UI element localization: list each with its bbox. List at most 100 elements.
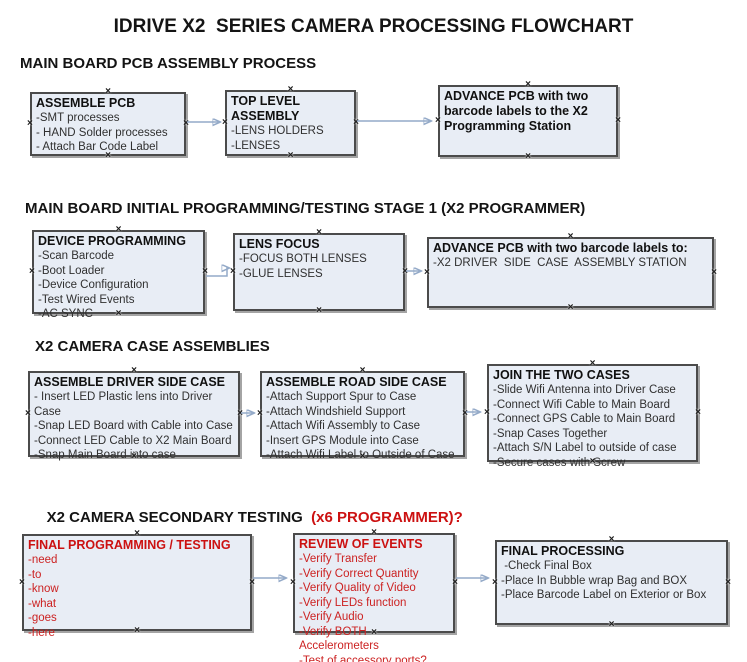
flow-box-assemble-pcb[interactable]: ASSEMBLE PCB -SMT processes - HAND Solder… [30, 92, 186, 156]
flow-box-device-programming[interactable]: DEVICE PROGRAMMING -Scan Barcode -Boot Lo… [29, 230, 208, 320]
connection-point-icon [19, 578, 25, 588]
connection-point-icon [615, 116, 621, 126]
connection-point-icon [27, 119, 33, 129]
section-heading-secondary-testing: X2 CAMERA SECONDARY TESTING (x6 PROGRAMM… [30, 492, 463, 543]
node-item: -to [28, 568, 42, 581]
node-title: TOP LEVEL ASSEMBLY [231, 94, 303, 123]
node-item: -Check Final Box [501, 560, 592, 572]
section-heading-pcb-assembly: MAIN BOARD PCB ASSEMBLY PROCESS [20, 55, 317, 72]
node-item-list: -need-to-know-what-goes-here [28, 553, 246, 640]
node-item: -what [28, 597, 57, 610]
node-item: -Verify Quality of Video [299, 582, 416, 594]
connection-point-icon [711, 268, 717, 278]
node-item: -GLUE LENSES [239, 267, 323, 280]
flowchart-title: IDRIVE X2 SERIES CAMERA PROCESSING FLOWC… [113, 16, 634, 37]
connection-point-icon [29, 267, 35, 277]
section-heading-secondary-testing-black: X2 CAMERA SECONDARY TESTING [46, 509, 307, 526]
node-item: -FOCUS BOTH LENSES [239, 253, 367, 265]
node-item: -Snap Main Board into case [34, 449, 176, 461]
flow-box-final-processing[interactable]: FINAL PROCESSING -Check Final Box-Place … [495, 540, 728, 625]
node-title: ASSEMBLE ROAD SIDE CASE [266, 375, 447, 389]
connection-point-icon [525, 152, 531, 162]
node-item: -need [28, 554, 58, 566]
flow-box-review-of-events[interactable]: REVIEW OF EVENTS -Verify Transfer -Verify… [293, 533, 455, 662]
connector-arrow-deviceprog-to-lensfocus [206, 268, 228, 277]
node-title: JOIN THE TWO CASES [493, 368, 630, 382]
connection-point-icon [402, 267, 408, 277]
node-item: - HAND Solder processes [36, 126, 168, 139]
node-item-list: -FOCUS BOTH LENSES -GLUE LENSES [239, 252, 399, 281]
node-item: -Place In Bubble wrap Bag and BOX [501, 574, 688, 587]
connection-point-icon [424, 268, 430, 278]
flow-box-join-the-two-cases[interactable]: JOIN THE TWO CASES -Slide Wifi Antenna i… [484, 364, 701, 469]
connection-point-icon [353, 118, 359, 128]
connection-point-icon [725, 578, 731, 588]
node-title: ASSEMBLE DRIVER SIDE CASE [34, 375, 226, 389]
flow-box-top-level-assembly[interactable]: TOP LEVEL ASSEMBLY -LENS HOLDERS-LENSES [225, 90, 356, 156]
node-item-list: -Scan Barcode -Boot Loader -Device Configu… [38, 249, 199, 322]
node-item: -SMT processes [36, 112, 120, 124]
node-item: -Verify Audio [299, 611, 364, 623]
flow-box-assemble-road-side-case[interactable]: ASSEMBLE ROAD SIDE CASE -Attach Support … [257, 371, 468, 461]
node-item: -know [28, 583, 59, 595]
connection-point-icon [484, 408, 490, 418]
connection-point-icon [462, 409, 468, 419]
node-item-list: -Slide Wifi Antenna into Driver Case -Con… [493, 383, 692, 470]
node-title: ASSEMBLE PCB [36, 96, 136, 110]
node-item-list: - Insert LED Plastic lens into Driver Ca… [34, 390, 234, 463]
connection-point-icon [316, 306, 322, 316]
section-heading-case-assemblies: X2 CAMERA CASE ASSEMBLIES [35, 338, 270, 355]
node-item-list: -LENS HOLDERS-LENSES [231, 124, 350, 153]
flow-box-advance-pcb-programming-station[interactable]: ADVANCE PCB with two barcode labels to t… [438, 85, 618, 157]
connection-point-icon [25, 409, 31, 419]
connection-point-icon [237, 409, 243, 419]
connection-point-icon [257, 409, 263, 419]
node-item-list: -SMT processes - HAND Solder processes - A… [36, 111, 180, 155]
node-title: ADVANCE PCB with two barcode labels to t… [444, 89, 592, 133]
node-item: -Snap LED Board with Cable into Case [34, 420, 233, 432]
node-item: - Insert LED Plastic lens into Driver Ca… [34, 391, 216, 418]
section-heading-initial-programming: MAIN BOARD INITIAL PROGRAMMING/TESTING S… [25, 200, 586, 217]
connection-point-icon [222, 118, 228, 128]
node-item: -Verify Transfer [299, 553, 377, 565]
node-item: -Attach S/N Label to outside of case [493, 442, 677, 454]
connection-point-icon [249, 578, 255, 588]
node-item: -Attach Support Spur to Case [266, 391, 417, 403]
flow-box-final-programming-testing[interactable]: FINAL PROGRAMMING / TESTING -need-to-kno… [19, 534, 255, 639]
node-item: -Scan Barcode [38, 250, 115, 262]
node-item: -Slide Wifi Antenna into Driver Case [493, 384, 676, 396]
node-item: -Verify Correct Quantity [299, 567, 419, 580]
node-item: -Connect GPS Cable to Main Board [493, 413, 676, 425]
node-item-list: -Attach Support Spur to Case -Attach Wind… [266, 390, 459, 463]
node-item: -Insert GPS Module into Case [266, 434, 419, 447]
flow-box-advance-pcb-driver-side[interactable]: ADVANCE PCB with two barcode labels to: … [427, 237, 714, 308]
node-item: -Device Configuration [38, 279, 149, 291]
node-item: -Secure cases with Screw [493, 456, 626, 469]
node-item: -Attach Windshield Support [266, 405, 406, 418]
connection-point-icon [183, 119, 189, 129]
node-item: -X2 DRIVER SIDE CASE ASSEMBLY STATION [433, 257, 687, 269]
connection-point-icon [568, 303, 574, 313]
node-item-list: -X2 DRIVER SIDE CASE ASSEMBLY STATION [433, 256, 708, 271]
node-item: -Attach Wifi Label to Outside of Case [266, 449, 455, 461]
node-item: - Attach Bar Code Label [36, 141, 159, 153]
connection-point-icon [202, 267, 208, 277]
node-item: -LENSES [231, 139, 281, 152]
node-item: -Test Wired Events [38, 293, 135, 306]
connection-point-icon [695, 408, 701, 418]
node-item: -Boot Loader [38, 264, 105, 277]
node-item: -Place Barcode Label on Exterior or Box [501, 589, 707, 601]
section-heading-programmer-red: (x6 PROGRAMMER)? [306, 509, 463, 526]
connection-point-icon [609, 620, 615, 630]
node-title: DEVICE PROGRAMMING [38, 234, 186, 248]
node-item: -AC SYNC [38, 308, 93, 320]
flow-box-assemble-driver-side-case[interactable]: ASSEMBLE DRIVER SIDE CASE - Insert LED P… [25, 371, 243, 461]
node-item: -Test of accessory ports? [299, 654, 427, 662]
node-item: -here [28, 626, 55, 639]
node-title: REVIEW OF EVENTS [299, 537, 423, 551]
flow-box-lens-focus[interactable]: LENS FOCUS -FOCUS BOTH LENSES -GLUE LENSE… [233, 233, 405, 311]
node-title: LENS FOCUS [239, 237, 320, 251]
connection-point-icon [230, 267, 236, 277]
node-item: -Connect Wifi Cable to Main Board [493, 398, 671, 411]
node-item: -Verify BOTH Accelerometers [299, 625, 379, 653]
